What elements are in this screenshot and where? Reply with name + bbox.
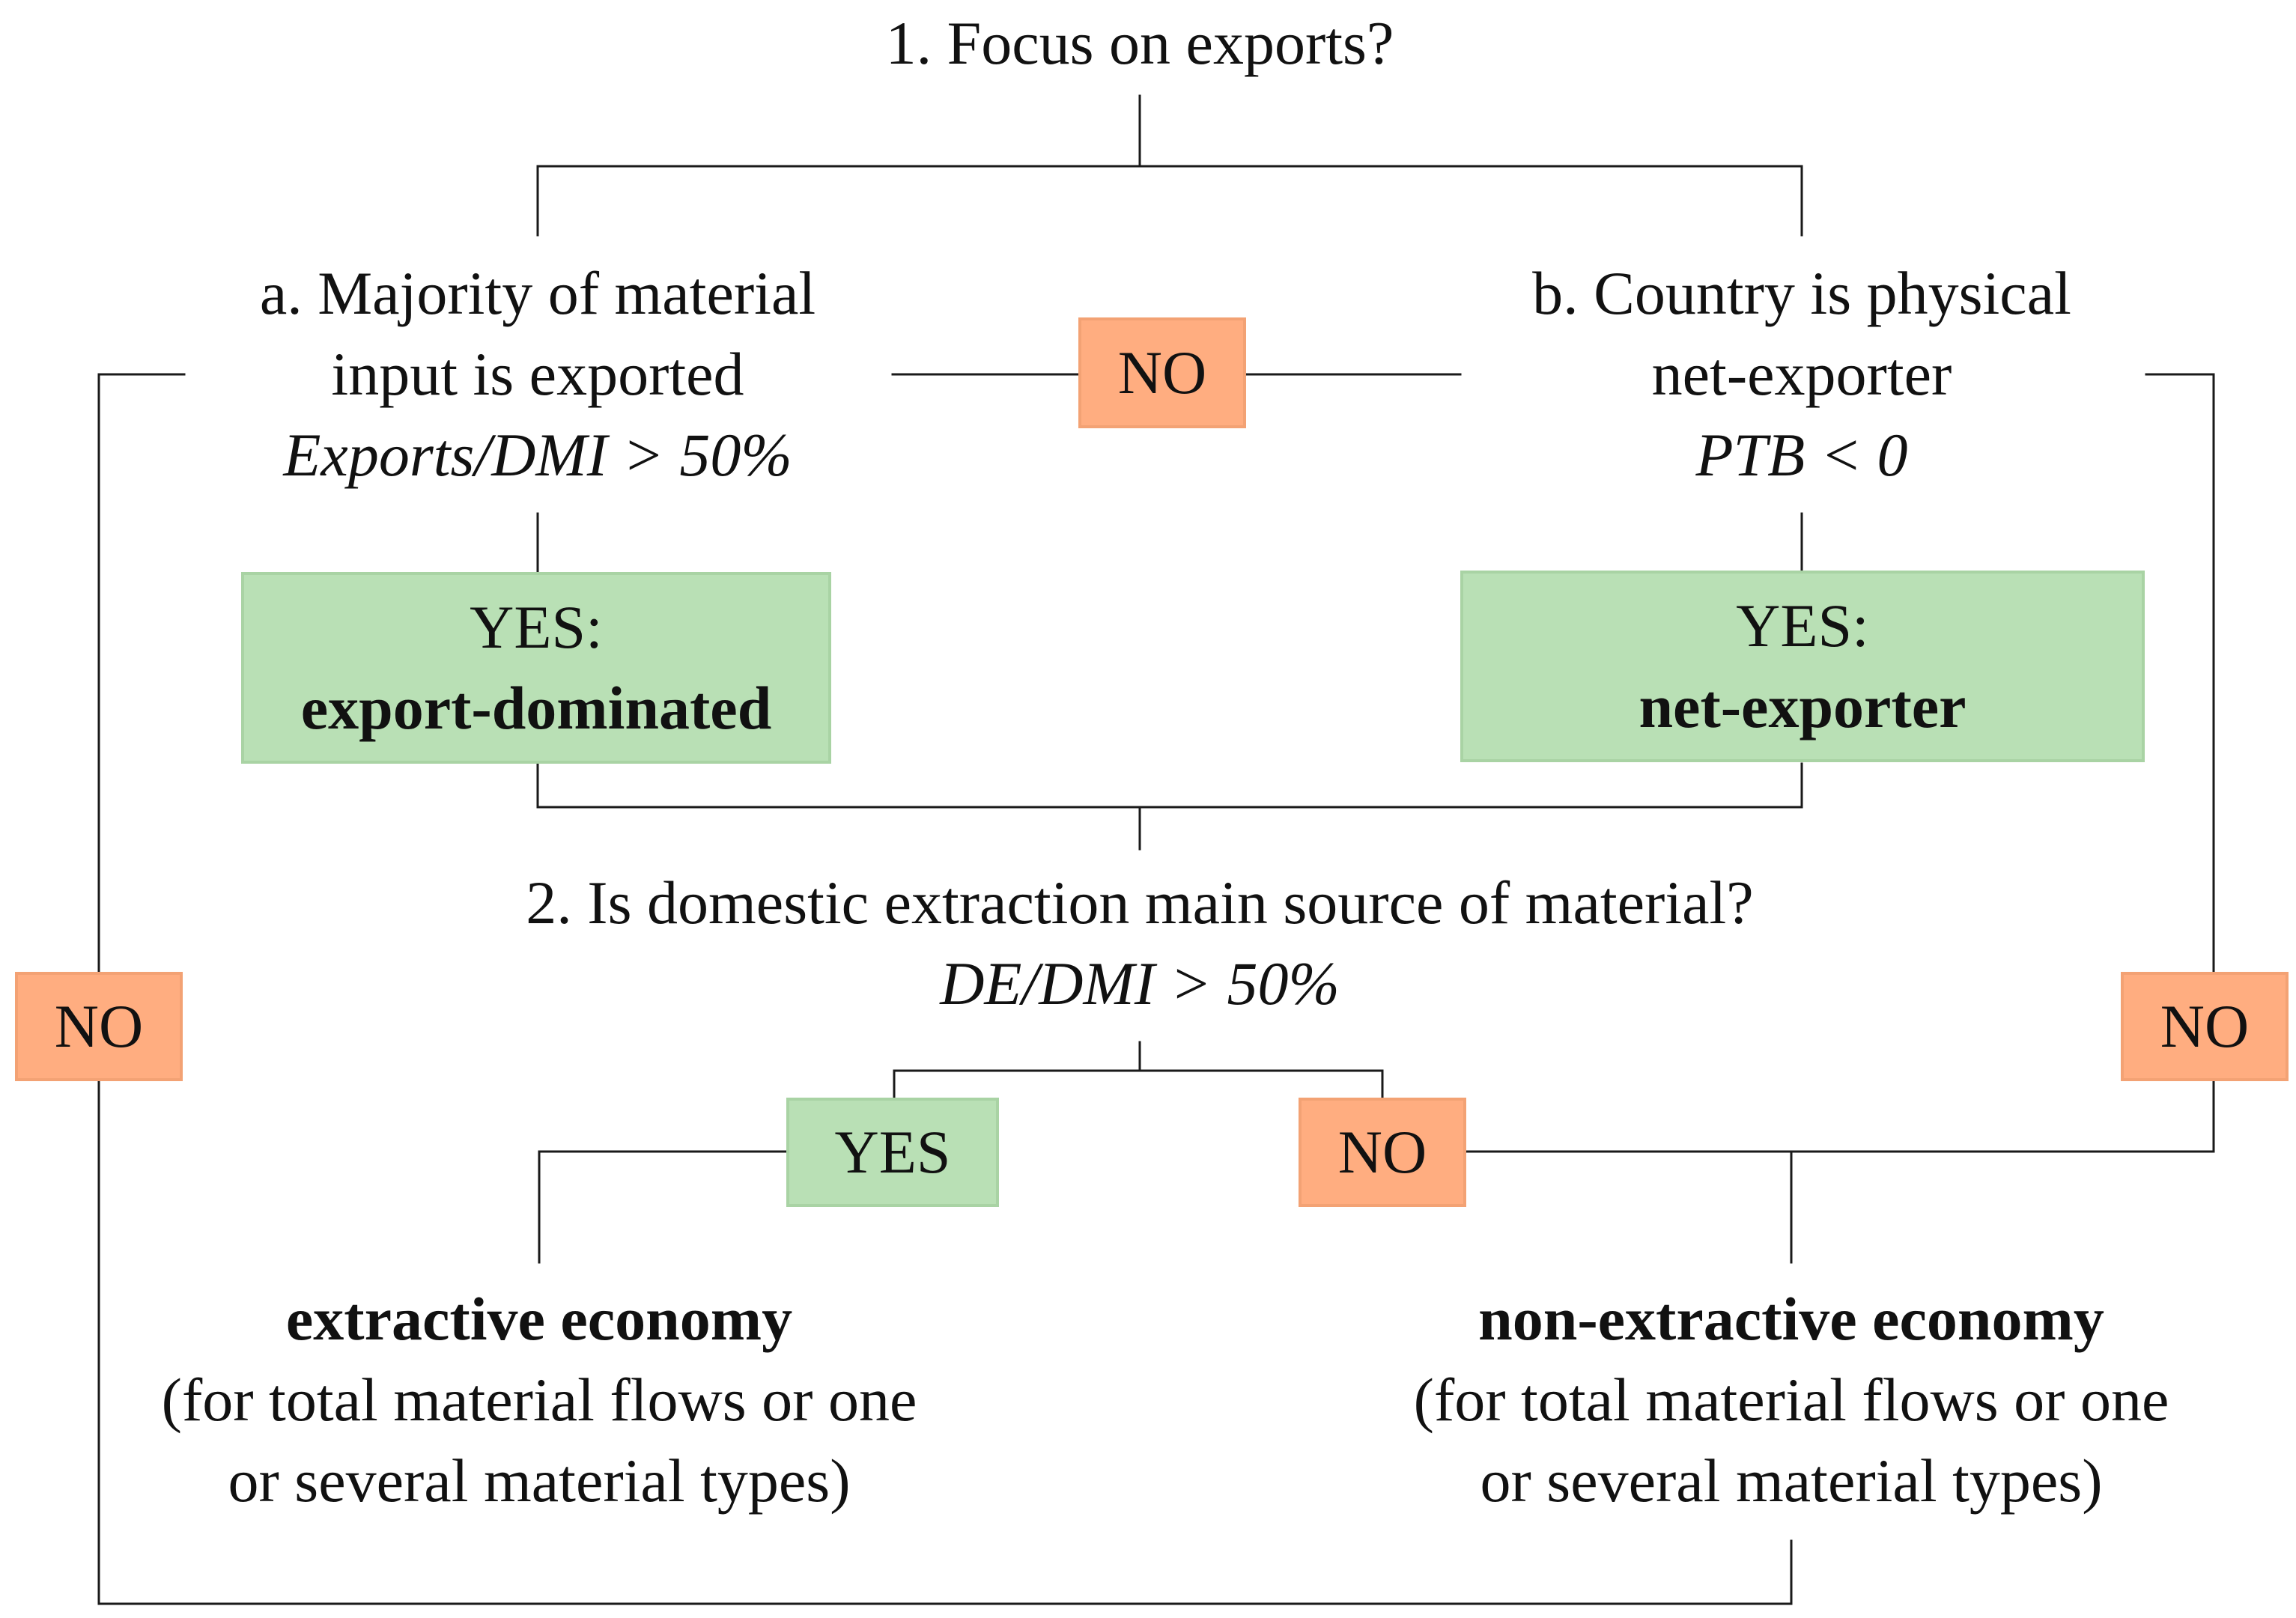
yes-box-export-dominated: YES: export-dominated bbox=[241, 572, 831, 764]
no-box-middle: NO bbox=[1078, 317, 1246, 428]
question-1-title: 1. Focus on exports? bbox=[885, 9, 1394, 77]
q2-no-label: NO bbox=[1337, 1118, 1427, 1186]
q2-yes-label: YES bbox=[834, 1118, 951, 1186]
outcome-non-extractive-line1: (for total material flows or one bbox=[1413, 1366, 2169, 1434]
q2-yes-box: YES bbox=[786, 1098, 999, 1207]
criterion-a-line2: input is exported bbox=[331, 340, 744, 408]
yes-box-export-dominated-prefix: YES: bbox=[470, 593, 603, 661]
no-box-right: NO bbox=[2121, 972, 2289, 1081]
no-box-left: NO bbox=[15, 972, 183, 1081]
question-2: 2. Is domestic extraction main source of… bbox=[391, 863, 1889, 1024]
no-box-right-label: NO bbox=[2160, 992, 2250, 1060]
yes-box-export-dominated-label: export-dominated bbox=[300, 674, 772, 742]
outcome-extractive-line2: or several material types) bbox=[228, 1447, 851, 1515]
criterion-a: a. Majority of material input is exporte… bbox=[163, 253, 912, 496]
criterion-b-line2: net-exporter bbox=[1651, 340, 1952, 408]
criterion-b: b. Country is physical net-exporter PTB … bbox=[1427, 253, 2176, 496]
q2-no-box: NO bbox=[1299, 1098, 1466, 1207]
no-box-middle-label: NO bbox=[1117, 338, 1207, 407]
question-2-title: 2. Is domestic extraction main source of… bbox=[526, 869, 1754, 937]
criterion-b-line1: b. Country is physical bbox=[1532, 259, 2071, 327]
criterion-a-line1: a. Majority of material bbox=[259, 259, 816, 327]
no-box-left-label: NO bbox=[54, 992, 144, 1060]
question-2-formula: DE/DMI > 50% bbox=[940, 949, 1340, 1018]
yes-box-net-exporter-label: net-exporter bbox=[1639, 672, 1967, 740]
criterion-b-formula: PTB < 0 bbox=[1695, 421, 1908, 489]
outcome-non-extractive-line2: or several material types) bbox=[1480, 1447, 2103, 1515]
outcome-extractive-line1: (for total material flows or one bbox=[161, 1366, 917, 1434]
yes-box-net-exporter-prefix: YES: bbox=[1736, 591, 1869, 660]
yes-box-net-exporter: YES: net-exporter bbox=[1460, 571, 2145, 762]
outcome-extractive: extractive economy (for total material f… bbox=[90, 1279, 988, 1521]
outcome-non-extractive: non-extractive economy (for total materi… bbox=[1342, 1279, 2241, 1521]
question-1: 1. Focus on exports? bbox=[765, 3, 1514, 84]
criterion-a-formula: Exports/DMI > 50% bbox=[283, 421, 792, 489]
outcome-extractive-title: extractive economy bbox=[285, 1285, 793, 1353]
outcome-non-extractive-title: non-extractive economy bbox=[1478, 1285, 2104, 1353]
